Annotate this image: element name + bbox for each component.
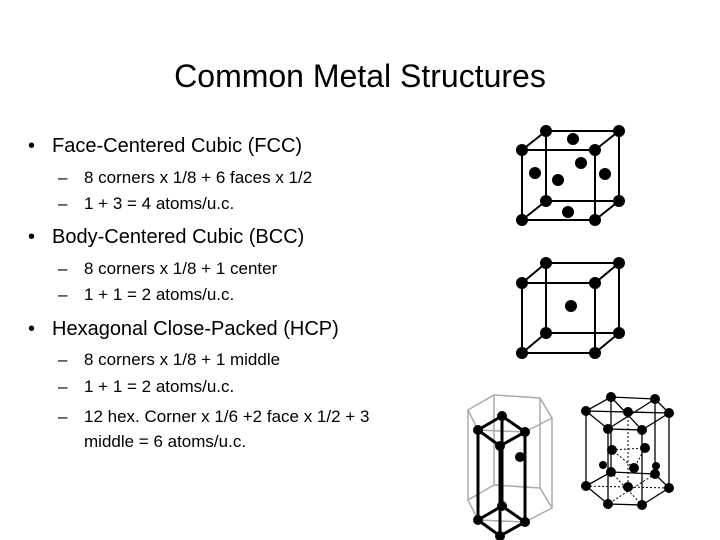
sub-bullet-hcp-3-continuation: middle = 6 atoms/u.c. bbox=[84, 432, 247, 451]
hcp-full-inner-line bbox=[607, 473, 656, 505]
sub-bullet-bcc-1-text: 8 corners x 1/8 + 1 center bbox=[84, 259, 278, 278]
bcc-corner-atom bbox=[589, 277, 601, 289]
hcp-full-atom bbox=[650, 469, 660, 479]
bullet-fcc: • Face-Centered Cubic (FCC) bbox=[28, 134, 302, 158]
bcc-corner-atom bbox=[540, 327, 552, 339]
hcp-corner-atom bbox=[497, 501, 507, 511]
sub-bullet-hcp-3-text: 12 hex. Corner x 1/6 +2 face x 1/2 + 3 bbox=[84, 407, 370, 426]
sub-bullet-fcc-1-text: 8 corners x 1/8 + 6 faces x 1/2 bbox=[84, 168, 313, 187]
bullet-bcc: • Body-Centered Cubic (BCC) bbox=[28, 225, 304, 249]
bullet-dot: • bbox=[28, 318, 36, 340]
fcc-atoms bbox=[516, 125, 625, 226]
sub-bullet-fcc-2: –1 + 3 = 4 atoms/u.c. bbox=[58, 193, 234, 214]
sub-bullet-hcp-2-text: 1 + 1 = 2 atoms/u.c. bbox=[84, 377, 235, 396]
dash: – bbox=[58, 377, 68, 396]
hcp-full-atom bbox=[581, 406, 591, 416]
hcp-full-middle-triangle bbox=[610, 447, 646, 469]
hcp-corner-atom bbox=[495, 441, 505, 451]
dash: – bbox=[58, 350, 68, 369]
hcp-corner-atom bbox=[520, 517, 530, 527]
hcp-full-middle-atom bbox=[629, 463, 639, 473]
fcc-corner-atom bbox=[540, 195, 552, 207]
dash: – bbox=[58, 259, 68, 278]
bullet-fcc-text: Face-Centered Cubic (FCC) bbox=[52, 135, 303, 157]
bullet-dot: • bbox=[28, 226, 36, 248]
fcc-corner-atom bbox=[613, 125, 625, 137]
fcc-face-atom bbox=[575, 157, 587, 169]
hcp-full-atom bbox=[623, 407, 633, 417]
hcp-full-atom bbox=[603, 499, 613, 509]
hcp-full-middle-atom bbox=[652, 462, 660, 470]
slide-title: Common Metal Structures bbox=[174, 58, 546, 94]
fcc-face-atom bbox=[529, 167, 541, 179]
fcc-face-atom bbox=[562, 206, 574, 218]
sub-bullet-fcc-1: –8 corners x 1/8 + 6 faces x 1/2 bbox=[58, 167, 312, 188]
hcp-unit-cell bbox=[475, 414, 528, 538]
hcp-full-atom bbox=[664, 408, 674, 418]
sub-bullet-hcp-3: –12 hex. Corner x 1/6 +2 face x 1/2 + 3 bbox=[58, 406, 369, 427]
fcc-corner-atom bbox=[516, 214, 528, 226]
hcp-full-atom bbox=[581, 481, 591, 491]
hcp-corner-atom bbox=[520, 427, 530, 437]
hcp-full-atom bbox=[606, 392, 616, 402]
bcc-back-face bbox=[545, 262, 620, 334]
hcp-full-atom bbox=[603, 424, 613, 434]
fcc-front-face bbox=[521, 149, 596, 221]
hcp-full-atom bbox=[650, 394, 660, 404]
bcc-corner-atom bbox=[613, 257, 625, 269]
hcp-corner-atom bbox=[473, 425, 483, 435]
dash: – bbox=[58, 168, 68, 187]
bcc-front-face bbox=[521, 282, 596, 354]
sub-bullet-bcc-2-text: 1 + 1 = 2 atoms/u.c. bbox=[84, 285, 235, 304]
dash: – bbox=[58, 194, 68, 213]
sub-bullet-hcp-1-text: 8 corners x 1/8 + 1 middle bbox=[84, 350, 281, 369]
hcp-full-inner-line bbox=[610, 471, 643, 506]
bcc-corner-atom bbox=[516, 347, 528, 359]
hcp-full-atom bbox=[664, 483, 674, 493]
bcc-center-atom bbox=[565, 300, 577, 312]
fcc-corner-atom bbox=[589, 144, 601, 156]
hcp-full-middle-atom bbox=[640, 443, 650, 453]
hcp-full-atom bbox=[606, 467, 616, 477]
hcp-hexagonal-frame bbox=[467, 394, 554, 523]
bullet-hcp-text: Hexagonal Close-Packed (HCP) bbox=[52, 318, 339, 340]
hcp-full-atoms bbox=[581, 392, 674, 510]
dash: – bbox=[58, 407, 68, 426]
bcc-corner-atom bbox=[540, 257, 552, 269]
sub-bullet-hcp-2: –1 + 1 = 2 atoms/u.c. bbox=[58, 376, 234, 397]
bcc-corner-atom bbox=[516, 277, 528, 289]
fcc-corner-atom bbox=[589, 214, 601, 226]
sub-bullet-hcp-1: –8 corners x 1/8 + 1 middle bbox=[58, 349, 280, 370]
bullet-bcc-text: Body-Centered Cubic (BCC) bbox=[52, 226, 305, 248]
fcc-corner-atom bbox=[540, 125, 552, 137]
bcc-corner-atom bbox=[589, 347, 601, 359]
sub-bullet-fcc-2-text: 1 + 3 = 4 atoms/u.c. bbox=[84, 194, 235, 213]
hcp-full-atom bbox=[637, 500, 647, 510]
dash: – bbox=[58, 285, 68, 304]
hcp-full-atom bbox=[637, 425, 647, 435]
hcp-corner-atom bbox=[497, 411, 507, 421]
fcc-face-atom bbox=[599, 168, 611, 180]
fcc-corner-atom bbox=[516, 144, 528, 156]
bullet-dot: • bbox=[28, 135, 36, 157]
hcp-full-middle-atom bbox=[599, 461, 607, 469]
fcc-face-atom bbox=[567, 133, 579, 145]
bcc-corner-atom bbox=[613, 327, 625, 339]
hcp-full-middle-atom bbox=[607, 445, 617, 455]
hcp-atoms bbox=[473, 411, 530, 540]
fcc-face-atom bbox=[552, 174, 564, 186]
fcc-corner-atom bbox=[613, 195, 625, 207]
sub-bullet-bcc-2: –1 + 1 = 2 atoms/u.c. bbox=[58, 284, 234, 305]
bullet-hcp: • Hexagonal Close-Packed (HCP) bbox=[28, 317, 339, 341]
hcp-corner-atom bbox=[473, 515, 483, 525]
bcc-atoms bbox=[516, 257, 625, 359]
hcp-full-atom bbox=[623, 482, 633, 492]
hcp-corner-atom bbox=[495, 531, 505, 540]
hcp-middle-atom bbox=[515, 452, 525, 462]
fcc-back-face bbox=[545, 130, 620, 202]
sub-bullet-bcc-1: –8 corners x 1/8 + 1 center bbox=[58, 258, 277, 279]
